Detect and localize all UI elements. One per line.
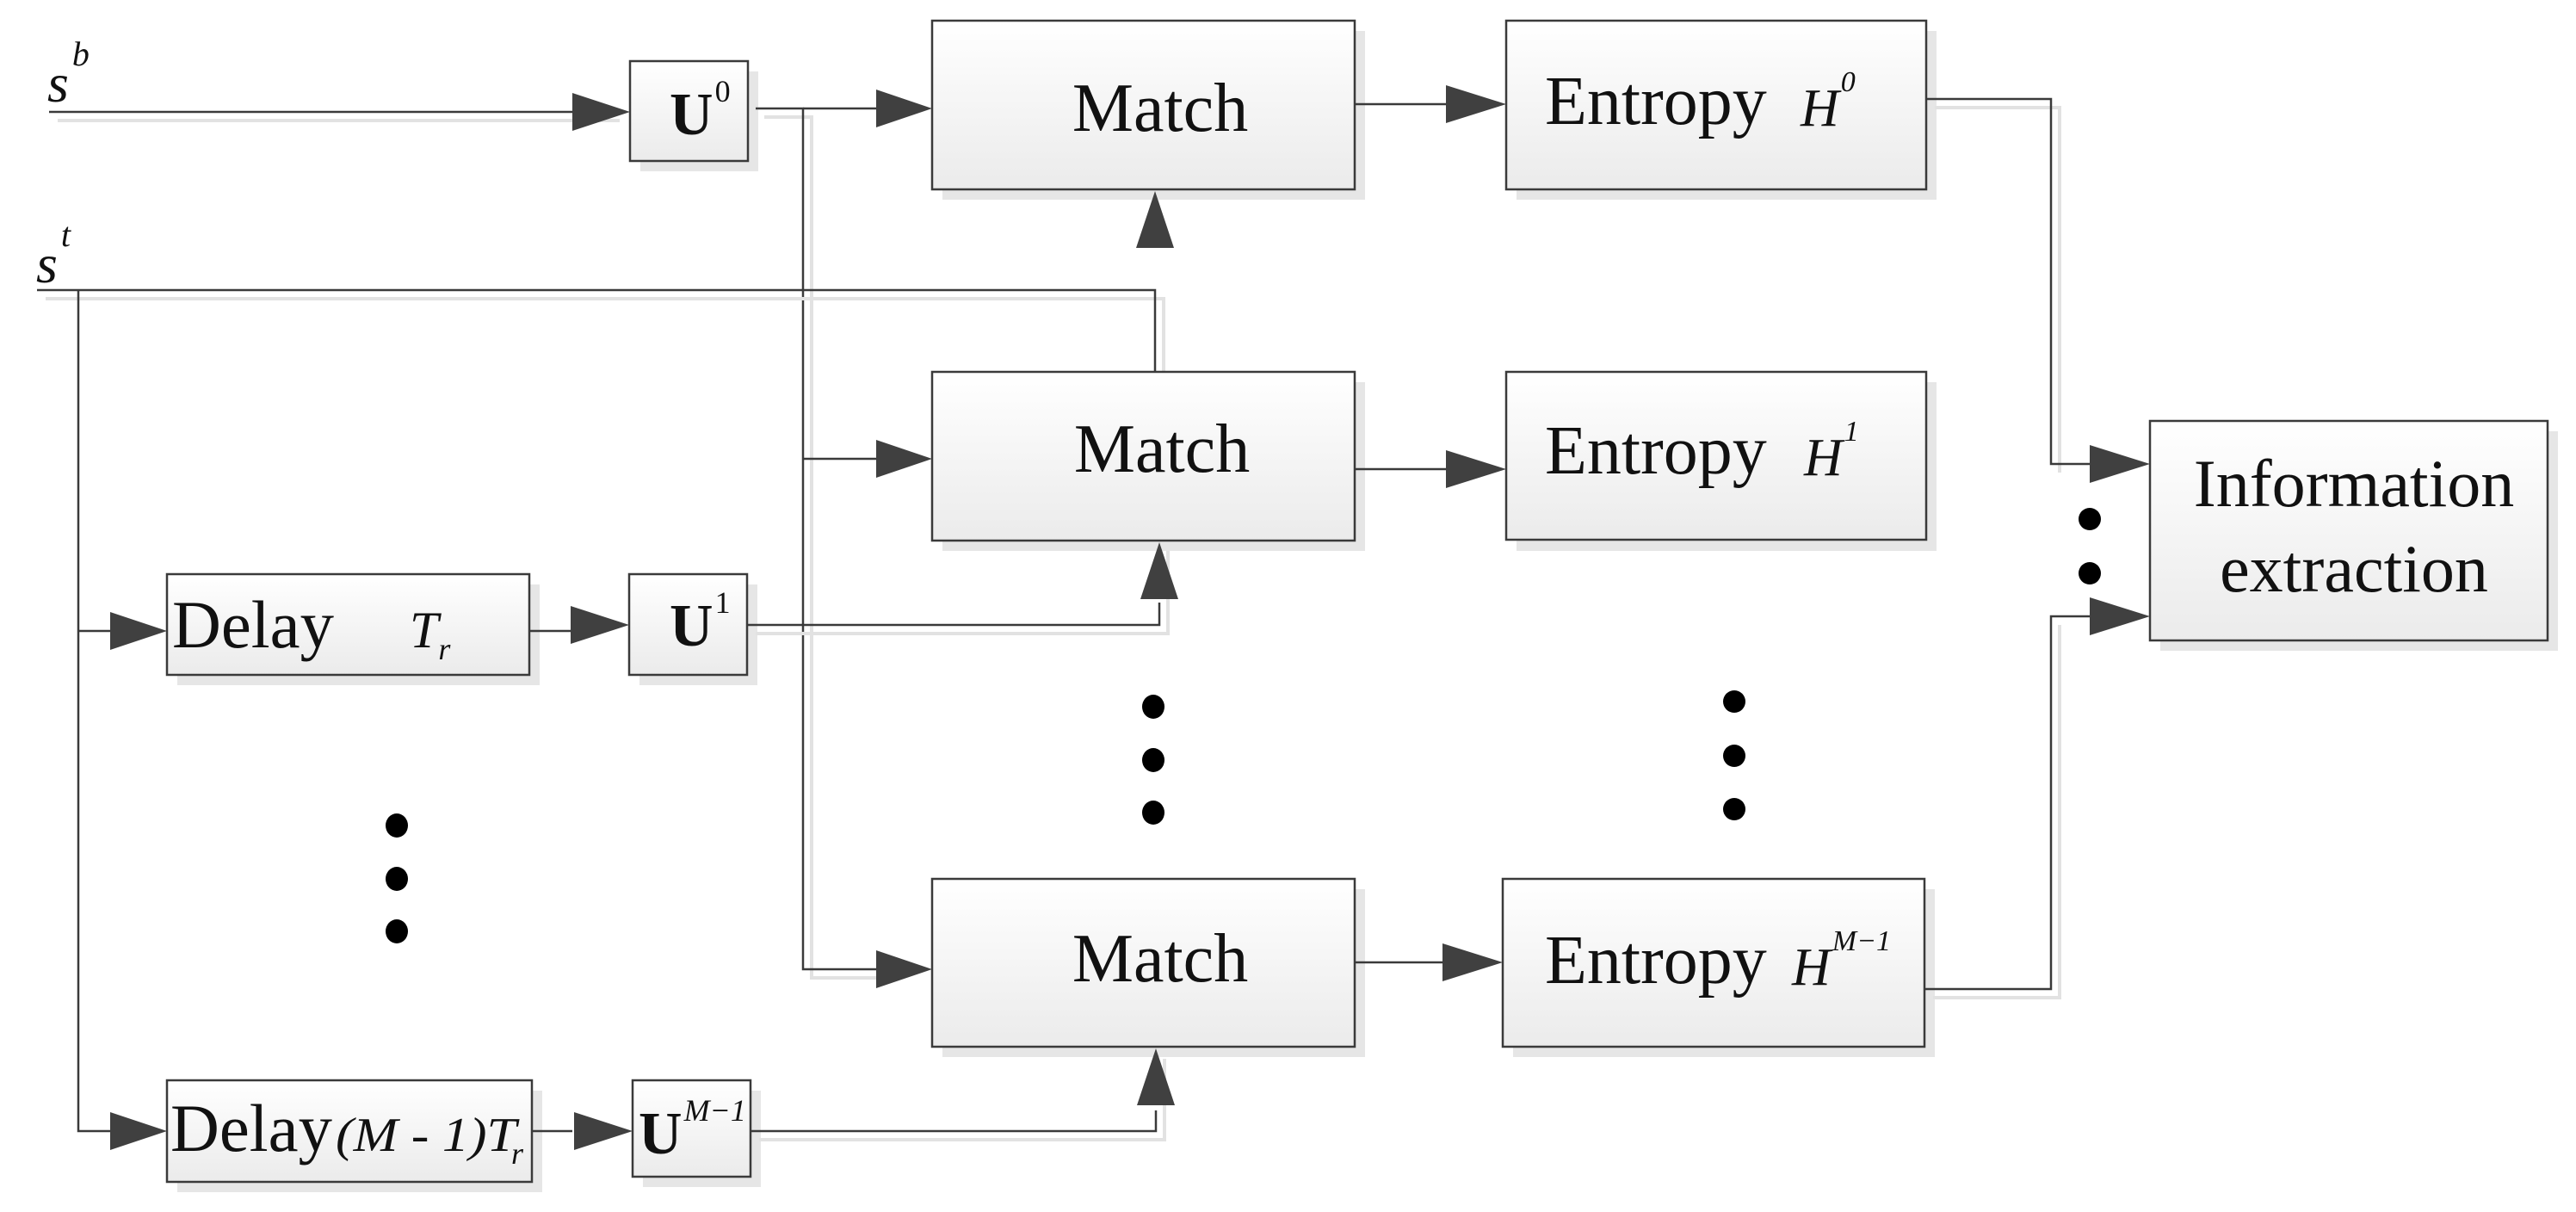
arrow-icon bbox=[2090, 445, 2150, 483]
match-block-m-1: Match bbox=[930, 877, 1356, 1048]
arrow-icon bbox=[876, 90, 932, 127]
svg-text:Delay: Delay bbox=[172, 587, 334, 662]
svg-text:U1: U1 bbox=[670, 585, 731, 659]
ellipsis-dots bbox=[386, 508, 2101, 943]
arrow-icon bbox=[1136, 191, 1174, 248]
svg-text:Tr: Tr bbox=[410, 602, 451, 666]
u-block-m-1: UM−1 bbox=[631, 1079, 752, 1178]
svg-text:Match: Match bbox=[1072, 921, 1248, 997]
arrow-icon bbox=[1446, 85, 1506, 123]
svg-text:H1: H1 bbox=[1803, 416, 1859, 487]
arrow-icon bbox=[1137, 1048, 1175, 1105]
svg-text:r: r bbox=[511, 1136, 524, 1171]
delay-block-m-1: Delay (M - 1)T r bbox=[165, 1079, 534, 1184]
entropy-block-0: Entropy H0 bbox=[1504, 19, 1928, 191]
u-block-1: U1 bbox=[627, 572, 749, 677]
match-block-0: Match bbox=[930, 19, 1356, 191]
arrow-icon bbox=[1446, 450, 1506, 488]
u-block-0: U0 bbox=[628, 59, 750, 163]
svg-text:HM−1: HM−1 bbox=[1791, 925, 1891, 997]
arrow-icon bbox=[876, 440, 932, 478]
arrow-icon bbox=[876, 950, 932, 988]
match-block-1: Match bbox=[930, 370, 1356, 542]
svg-text:Entropy: Entropy bbox=[1545, 64, 1767, 139]
svg-text:U0: U0 bbox=[670, 74, 731, 148]
svg-text:Entropy: Entropy bbox=[1545, 413, 1767, 489]
arrow-icon bbox=[110, 612, 167, 650]
arrowheads bbox=[110, 85, 2150, 1150]
arrow-icon bbox=[110, 1112, 167, 1150]
arrow-icon bbox=[2090, 597, 2150, 635]
entropy-block-m-1: Entropy HM−1 bbox=[1501, 877, 1926, 1048]
delay-block-1: Delay Tr bbox=[165, 572, 531, 677]
information-extraction-block: Information extraction bbox=[2148, 419, 2549, 642]
arrow-icon bbox=[571, 606, 629, 644]
svg-text:extraction: extraction bbox=[2220, 531, 2488, 606]
arrow-icon bbox=[572, 93, 630, 131]
svg-text:(M - 1)T: (M - 1)T bbox=[336, 1109, 520, 1162]
svg-text:Entropy: Entropy bbox=[1545, 923, 1767, 999]
arrow-icon bbox=[574, 1112, 633, 1150]
arrow-icon bbox=[1140, 542, 1178, 599]
svg-text:UM−1: UM−1 bbox=[639, 1093, 746, 1167]
svg-text:Match: Match bbox=[1074, 411, 1250, 487]
svg-text:H0: H0 bbox=[1800, 66, 1856, 138]
svg-text:Delay: Delay bbox=[170, 1091, 332, 1166]
svg-text:Match: Match bbox=[1072, 71, 1248, 146]
arrow-icon bbox=[1442, 943, 1503, 981]
entropy-block-1: Entropy H1 bbox=[1504, 370, 1928, 541]
svg-text:Information: Information bbox=[2194, 446, 2515, 521]
